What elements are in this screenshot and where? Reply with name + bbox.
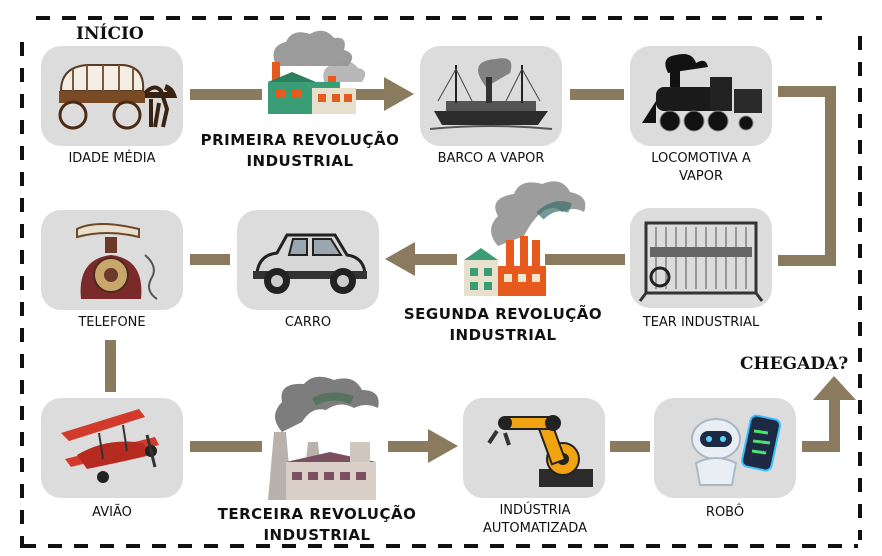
node-barco-a-vapor [420, 46, 562, 146]
node-idade-media [41, 46, 183, 146]
factory-icon [464, 181, 586, 296]
node-label: BARCO A VAPOR [437, 151, 545, 166]
connector-5 [825, 86, 836, 266]
node-tear-industrial [630, 208, 772, 308]
node-label: CARRO [284, 315, 332, 330]
milestone-label: TERCEIRA REVOLUÇÃO INDUSTRIAL [217, 505, 417, 544]
node-robo [654, 398, 796, 498]
connector-2 [340, 89, 384, 100]
node-telefone [41, 210, 183, 310]
connector-14 [802, 441, 840, 452]
arrow-head-2 [385, 242, 415, 276]
node-label: AVIÃO [92, 505, 132, 520]
locomotive-icon [642, 54, 762, 132]
connector-9 [190, 254, 230, 265]
milestone-label: SEGUNDA REVOLUÇÃO INDUSTRIAL [403, 305, 603, 344]
arrow-head-3 [428, 429, 458, 463]
connector-4 [778, 86, 836, 97]
arrow-head-4 [813, 376, 856, 400]
connector-1 [190, 89, 262, 100]
end-title: CHEGADA? [740, 354, 849, 374]
node-label: INDÚSTRIA AUTOMATIZADA [483, 503, 587, 536]
node-label: TELEFONE [78, 315, 146, 330]
wagon-icon [58, 64, 177, 130]
node-label: LOCOMOTIVA A VAPOR [651, 151, 751, 184]
arrow-head-1 [384, 77, 414, 111]
connector-10 [105, 340, 116, 392]
node-aviao [41, 398, 183, 498]
factory-icon [268, 30, 366, 114]
node-label: ROBÔ [705, 505, 745, 520]
telephone-icon [76, 223, 158, 300]
factory-icon [268, 376, 379, 500]
node-industria-automatizada [463, 398, 605, 498]
loom-icon [638, 221, 764, 302]
start-title: INÍCIO [76, 24, 144, 44]
milestone-label: PRIMEIRA REVOLUÇÃO INDUSTRIAL [200, 131, 400, 170]
connector-13 [610, 441, 650, 452]
connector-7 [545, 254, 625, 265]
robot-arm-icon [487, 415, 593, 487]
node-label: TEAR INDUSTRIAL [642, 315, 760, 330]
connector-3 [570, 89, 624, 100]
connector-6 [778, 255, 836, 266]
airplane-icon [61, 409, 159, 483]
connector-15 [829, 398, 840, 452]
steamboat-icon [429, 58, 553, 130]
connector-11 [190, 441, 262, 452]
connector-8 [415, 254, 457, 265]
connector-12 [388, 441, 428, 452]
node-locomotiva [630, 46, 772, 146]
node-carro [237, 210, 379, 310]
node-label: IDADE MÉDIA [68, 151, 156, 166]
car-icon [253, 233, 367, 294]
robot-icon [691, 414, 781, 486]
